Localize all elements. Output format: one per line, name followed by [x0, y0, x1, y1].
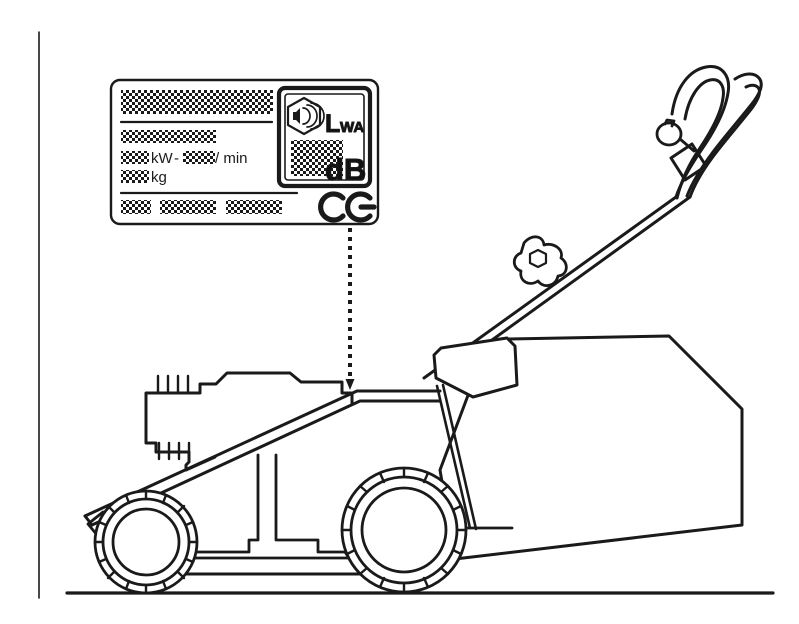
plate-spec-block [121, 130, 216, 143]
noise-emission-box: L WA dB [276, 85, 373, 189]
rating-plate-label: L WA dB [109, 78, 380, 226]
plate-speed-unit: / min [215, 150, 248, 167]
engine-block [144, 371, 354, 472]
plate-footer-block-3 [226, 200, 282, 214]
rear-wheel [340, 466, 468, 594]
ce-letter-e-curve [345, 191, 373, 223]
handle-height-wing-knob [512, 235, 568, 287]
front-wheel-hub [111, 507, 181, 577]
plate-mass-unit: kg [151, 169, 167, 186]
noise-symbol: L [325, 110, 340, 138]
plate-power-separator: - [174, 150, 179, 167]
bag-support-strut [435, 383, 478, 531]
ce-letter-c [318, 191, 346, 223]
plate-power-value-block [121, 151, 149, 164]
ce-marking [318, 191, 377, 223]
bag-deflector-flap [432, 336, 519, 399]
plate-speed-value-block [183, 151, 215, 164]
handlebar-grips [670, 65, 763, 200]
rear-wheel-lugs [340, 466, 468, 594]
plate-mass-value-block [121, 170, 149, 183]
sound-wave-1 [302, 107, 311, 125]
noise-symbol-subscript: WA [340, 119, 364, 136]
control-lever-knob [655, 118, 696, 153]
noise-unit: dB [325, 152, 366, 187]
engine-cooling-fins-bottom [157, 441, 191, 461]
noise-value-block [291, 140, 343, 176]
plate-power-unit: kW [151, 150, 174, 167]
speaker-hexagon-icon [286, 96, 325, 136]
sound-wave-2 [306, 104, 318, 128]
plate-footer-block-1 [121, 200, 151, 214]
sound-wave-3 [310, 102, 325, 130]
plate-model-block [121, 90, 273, 114]
handlebar-clamp [669, 142, 708, 182]
plate-footer-block-2 [160, 200, 216, 214]
engine-cooling-fins-top [156, 374, 190, 395]
front-wheel-lugs [93, 489, 199, 595]
speaker-cone [293, 108, 300, 124]
rear-wheel-hub [360, 486, 448, 574]
front-wheel [93, 489, 199, 595]
